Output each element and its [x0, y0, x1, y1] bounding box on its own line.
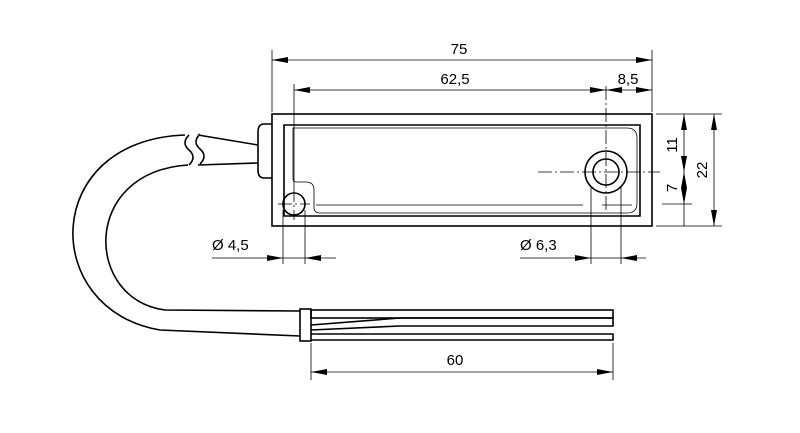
dim-heights: 11 7 22	[656, 113, 722, 227]
large-mounting-hole	[538, 86, 660, 210]
cable-gland	[257, 123, 272, 179]
housing-outline	[271, 113, 653, 227]
dim-label-62-5: 62,5	[440, 71, 469, 88]
dim-label-7: 7	[664, 184, 681, 192]
housing	[271, 113, 653, 227]
dim-label-8-5: 8,5	[618, 71, 639, 88]
housing-inner-frame	[283, 124, 641, 217]
cable-bottom-edge	[197, 162, 259, 166]
dim-label-large-hole: Ø 6,3	[520, 237, 557, 254]
dim-wire-strip: 60	[310, 343, 614, 380]
dim-label-75: 75	[451, 41, 468, 58]
small-mounting-hole	[278, 188, 310, 220]
wire-1	[310, 309, 614, 319]
dim-hole-spacing: 62,5 8,5	[293, 71, 652, 188]
wire-2	[310, 317, 614, 331]
wires	[310, 309, 614, 341]
dim-label-small-hole: Ø 4,5	[212, 237, 249, 254]
cable-inner-curve	[105, 164, 301, 312]
cable	[72, 133, 312, 342]
dim-large-hole: Ø 6,3	[520, 186, 646, 264]
dim-small-hole: Ø 4,5	[212, 210, 336, 264]
cable-outer-curve	[72, 134, 301, 337]
wire-3	[311, 333, 614, 341]
dim-label-11: 11	[664, 137, 681, 153]
dim-label-22: 22	[694, 162, 711, 179]
cable-break-mark	[184, 133, 205, 166]
cable-sheath-end	[299, 308, 312, 342]
housing-recess	[292, 127, 638, 214]
dim-total-length: 75	[271, 41, 653, 112]
dim-label-60: 60	[447, 352, 464, 369]
cable-top-edge	[197, 134, 259, 146]
